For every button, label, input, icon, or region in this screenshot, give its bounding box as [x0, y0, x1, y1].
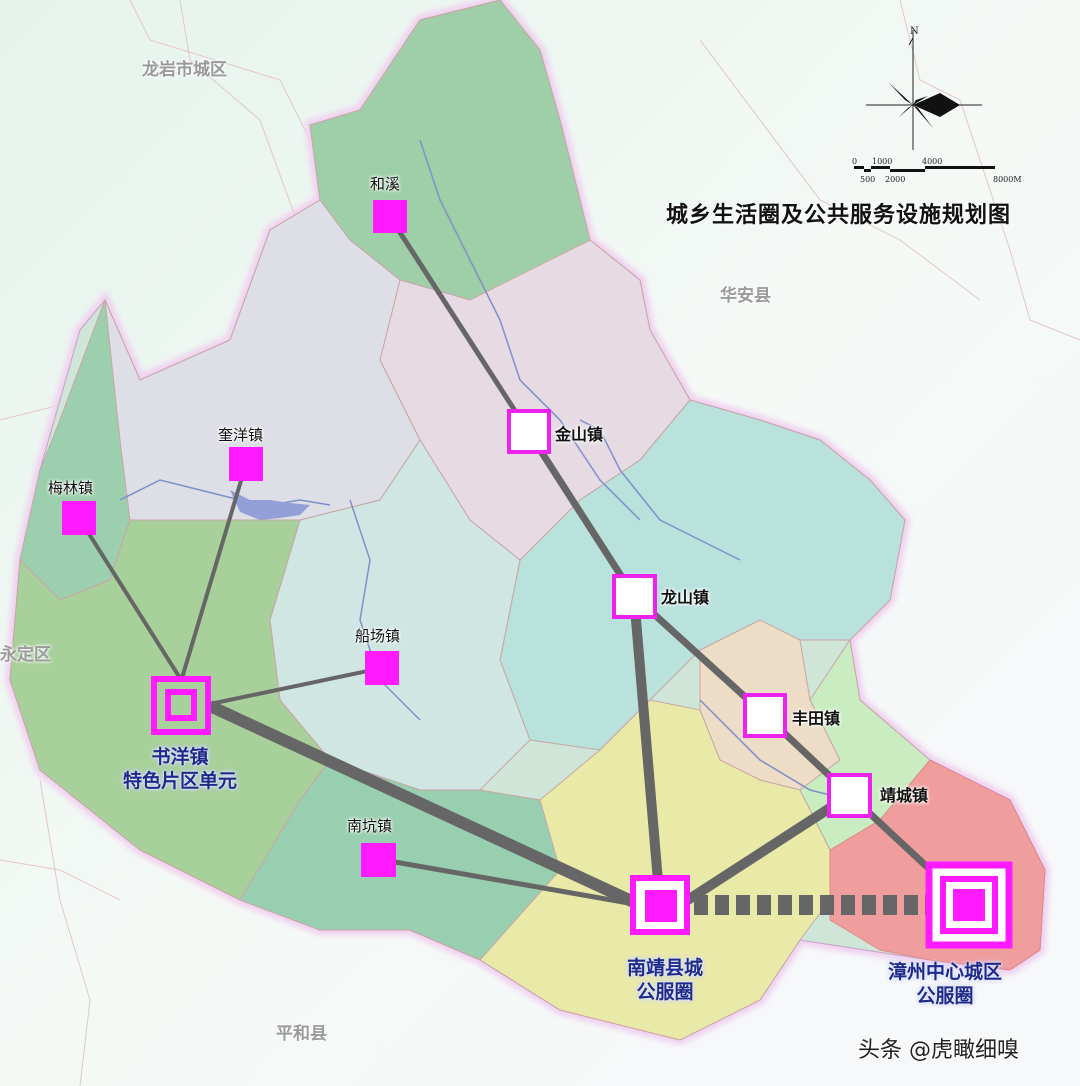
hub-label-zhangzhou-line1: 漳州中心城区	[887, 961, 1002, 983]
link-jinshan-longshan	[525, 429, 637, 598]
scale-label-4000: 4000	[922, 157, 942, 166]
town-label-chuanchang: 船场镇	[355, 627, 401, 645]
link-kuiyang-shuyang	[180, 463, 248, 679]
region-nanjing-county	[409, 699, 831, 1041]
marker-jinshan	[507, 409, 551, 454]
link-nankeng-nanjing	[377, 856, 641, 908]
region-label-huaan: 华安县	[720, 286, 771, 306]
link-shuyang-nanjing	[207, 700, 643, 911]
hub-label-nanjing: 南靖县城 公服圈	[595, 956, 735, 1004]
marker-jingcheng	[827, 773, 872, 818]
region-label-yongding: 永定区	[0, 645, 51, 665]
marker-zhangzhou	[925, 861, 1013, 949]
hub-label-shuyang: 书洋镇 特色片区单元	[100, 745, 260, 793]
marker-nanjing-county	[630, 875, 690, 935]
link-chuanchang-shuyang	[209, 666, 383, 706]
marker-kuiyang	[229, 447, 263, 481]
scale-bar: 0 1000 4000 500 2000 8000M	[852, 157, 1022, 184]
marker-shuyang	[151, 676, 211, 735]
town-label-fengtian: 丰田镇	[792, 709, 841, 728]
hub-label-zhangzhou-line2: 公服圈	[916, 985, 974, 1007]
hub-label-nanjing-line1: 南靖县城	[626, 957, 703, 979]
hollow-town-markers	[507, 409, 872, 818]
hub-label-shuyang-line2: 特色片区单元	[122, 770, 237, 792]
region-label-longyan: 龙岩市城区	[142, 60, 227, 80]
link-jingcheng-nanjing	[677, 790, 853, 910]
town-label-jingcheng: 靖城镇	[880, 786, 929, 805]
north-label: N	[910, 26, 919, 37]
scale-label-8000m: 8000M	[993, 175, 1022, 184]
marker-meilin	[62, 501, 96, 535]
town-label-kuiyang: 奎洋镇	[218, 426, 264, 444]
marker-nankeng	[361, 843, 396, 877]
watermark: 头条 @虎瞰细嗅	[858, 1038, 1019, 1063]
compass-rose: N	[866, 26, 982, 150]
link-meilin-shuyang	[77, 516, 182, 680]
hub-label-nanjing-line2: 公服圈	[636, 981, 694, 1003]
scale-label-1000: 1000	[872, 157, 892, 166]
town-label-longshan: 龙山镇	[661, 588, 710, 607]
hub-label-zhangzhou: 漳州中心城区 公服圈	[860, 960, 1030, 1008]
link-longshan-nanjing	[629, 595, 665, 906]
scale-label-0: 0	[852, 157, 857, 166]
town-label-jinshan: 金山镇	[555, 425, 604, 444]
reservoir	[230, 490, 310, 520]
link-hexi-jinshan	[387, 215, 531, 433]
region-label-pinghe: 平和县	[276, 1024, 327, 1044]
marker-longshan	[612, 574, 657, 619]
hub-label-shuyang-line1: 书洋镇	[151, 746, 209, 768]
scale-label-500: 500	[860, 175, 875, 184]
marker-chuanchang	[365, 651, 399, 685]
town-label-nankeng: 南坑镇	[347, 817, 393, 835]
service-links	[77, 215, 971, 915]
filled-town-markers	[62, 200, 407, 877]
town-label-hexi: 和溪	[370, 175, 401, 193]
map-title: 城乡生活圈及公共服务设施规划图	[666, 203, 1012, 228]
marker-hexi	[373, 200, 407, 233]
marker-fengtian	[743, 693, 787, 738]
town-label-meilin: 梅林镇	[48, 479, 94, 497]
scale-label-2000: 2000	[885, 175, 905, 184]
